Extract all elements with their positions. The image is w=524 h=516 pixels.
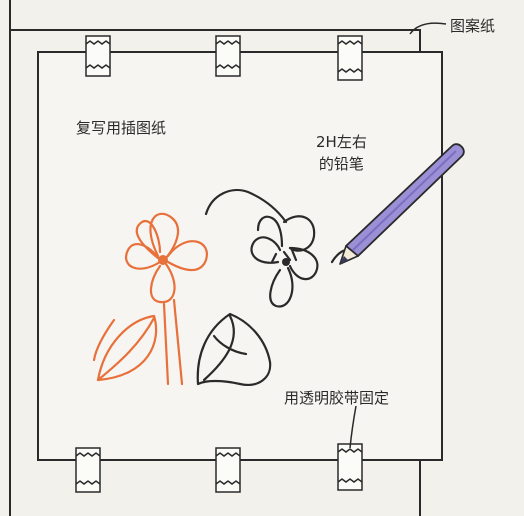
tape-strip-icon bbox=[75, 447, 101, 493]
pattern-paper-label: 图案纸 bbox=[450, 17, 496, 35]
tape-strip-icon bbox=[337, 443, 363, 491]
tracing-paper bbox=[37, 51, 443, 461]
traced-flower-outline bbox=[196, 188, 354, 386]
tape-strip-icon bbox=[215, 447, 241, 493]
tape-strip-icon bbox=[337, 35, 363, 81]
pencil-label: 2H左右 的铅笔 bbox=[316, 131, 367, 175]
tape-strips bbox=[75, 35, 363, 493]
pattern-paper-leader bbox=[409, 22, 447, 35]
pencil-label-line2: 的铅笔 bbox=[318, 155, 364, 173]
tape-label: 用透明胶带固定 bbox=[284, 389, 390, 407]
tracing-paper-label: 复写用插图纸 bbox=[76, 119, 167, 137]
traced-flower bbox=[92, 212, 208, 386]
pencil-icon bbox=[339, 143, 465, 265]
tape-leader bbox=[349, 405, 357, 449]
pencil-label-line1: 2H左右 bbox=[316, 133, 367, 151]
